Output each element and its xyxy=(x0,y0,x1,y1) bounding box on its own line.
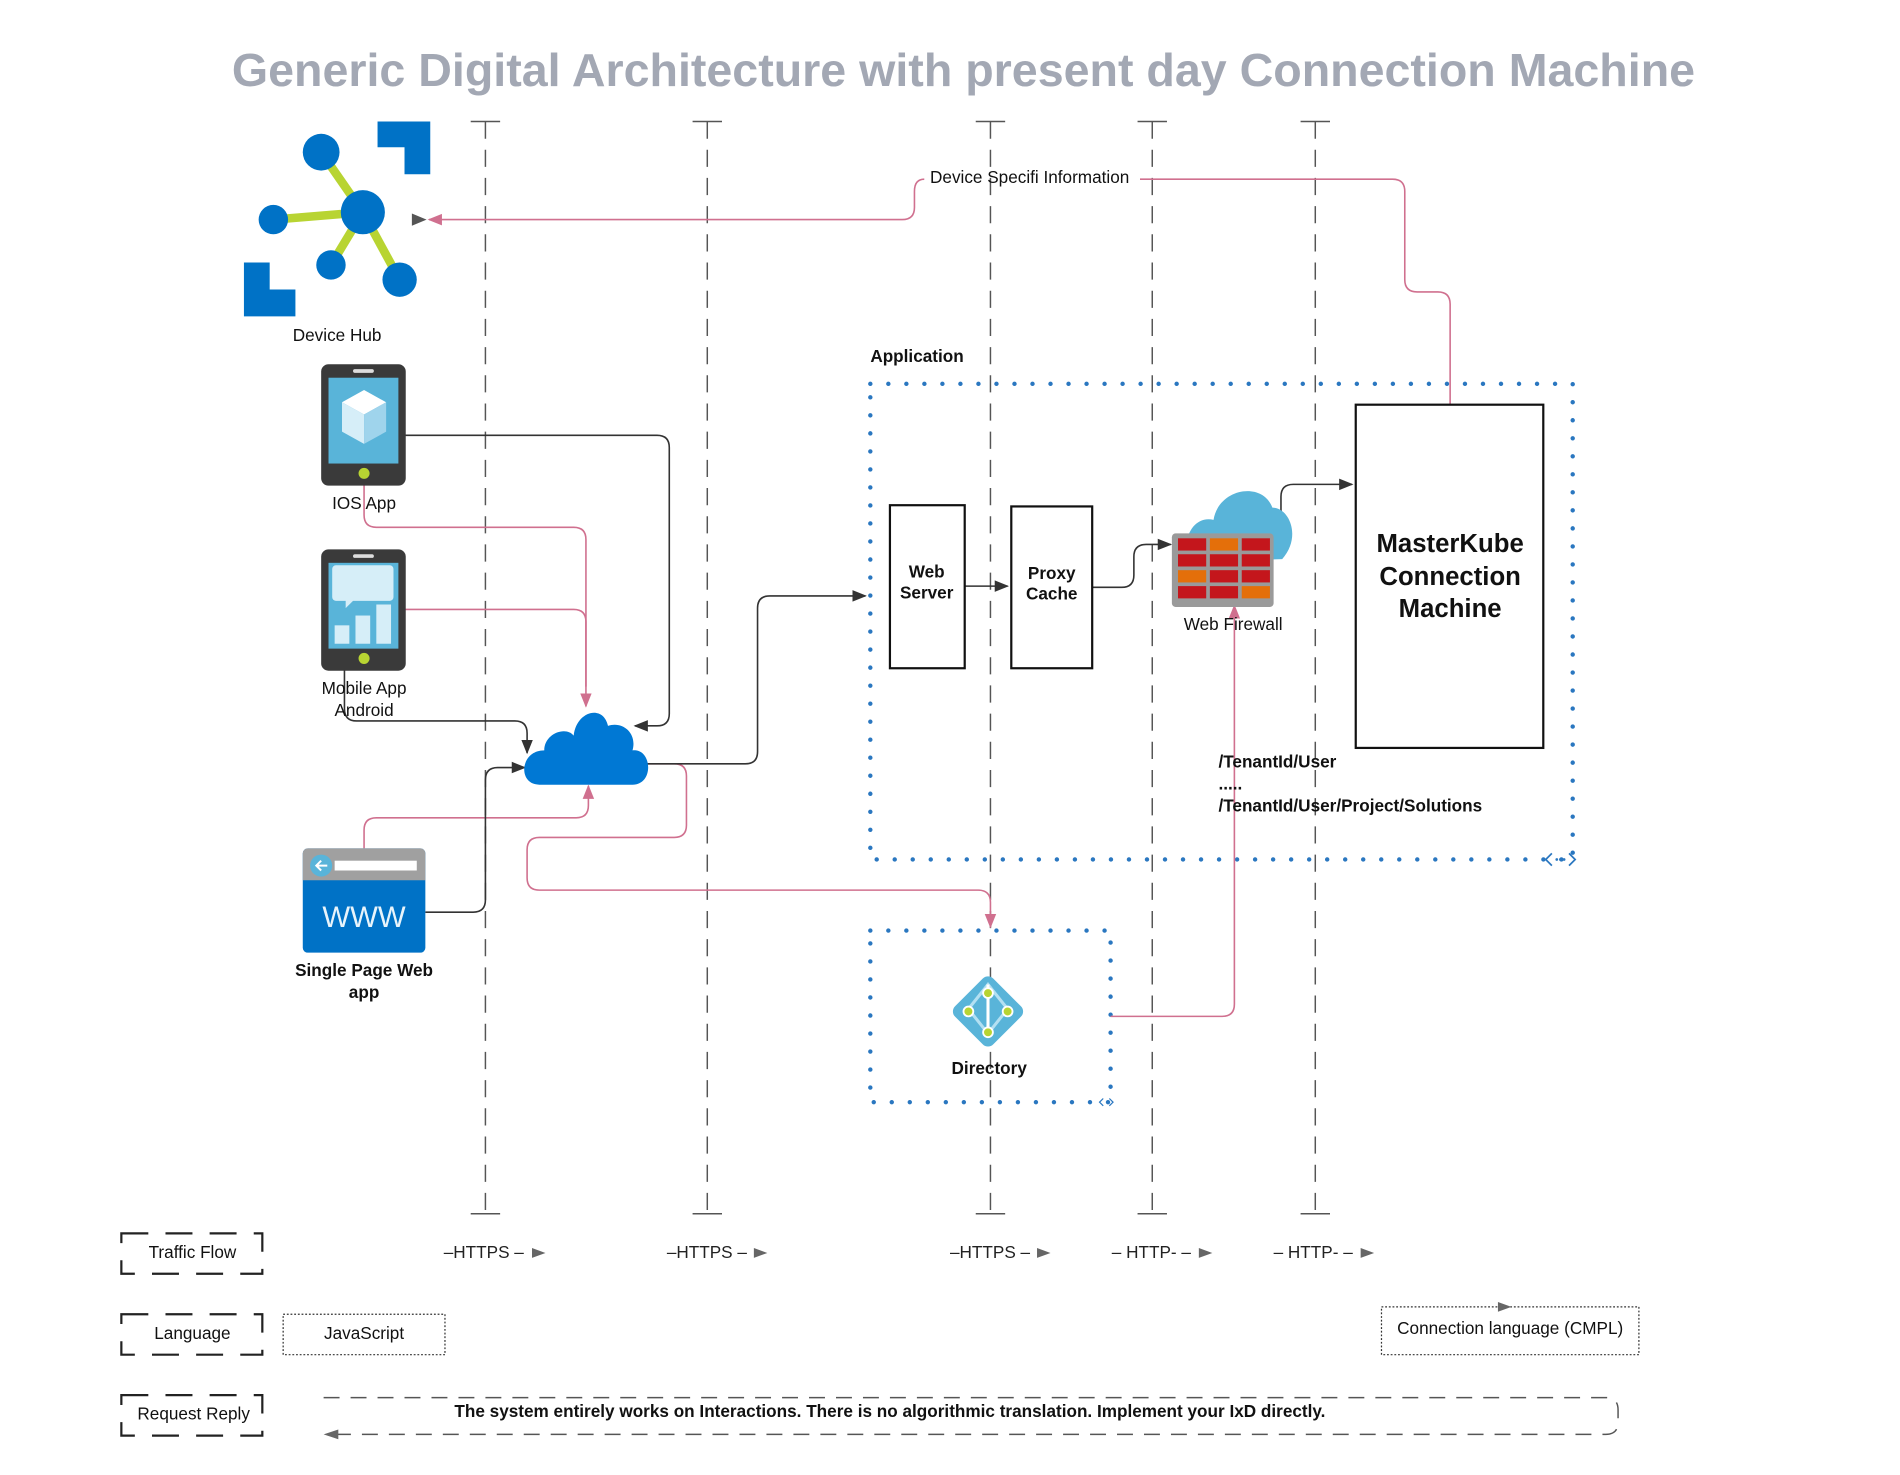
protocol-label-4: – HTTP- – xyxy=(1112,1242,1192,1262)
lane-5 xyxy=(1300,120,1330,1215)
protocol-arrow-icon xyxy=(532,1248,546,1258)
protocol-label-2: –HTTPS – xyxy=(667,1242,748,1262)
masterkube-label-line3: Machine xyxy=(1399,595,1502,623)
lane-3 xyxy=(975,120,1006,1215)
directory-icon xyxy=(952,976,1024,1047)
connector-ios-to-cloud-dark xyxy=(404,434,671,732)
connector-android-to-cloud-dark xyxy=(343,668,533,755)
swim-lanes xyxy=(470,120,1330,1215)
web-firewall-label: Web Firewall xyxy=(1184,614,1283,634)
protocol-arrow-icon xyxy=(753,1248,768,1258)
connector-proxy-to-firewall xyxy=(1092,538,1173,589)
connector-cloud-to-app xyxy=(647,590,867,765)
device-hub-icon xyxy=(243,121,431,317)
pink-connectors xyxy=(363,178,1451,1018)
legend-connection-language: Connection language (CMPL) xyxy=(1380,1301,1640,1356)
legend-language: Language JavaScript xyxy=(120,1313,446,1356)
tenant-paths: /TenantId/User ..... /TenantId/User/Proj… xyxy=(1218,752,1482,816)
protocol-label-1: –HTTPS – xyxy=(444,1242,525,1262)
legend-language-value: JavaScript xyxy=(324,1323,404,1343)
connector-android-to-cloud xyxy=(404,608,587,687)
application-group-label: Application xyxy=(870,346,963,366)
mobile-phone-cube-icon xyxy=(321,364,406,486)
protocol-labels: –HTTPS – –HTTPS – –HTTPS – – HTTP- – – H… xyxy=(444,1242,1375,1262)
legend-request-reply: Request Reply The system entirely works … xyxy=(120,1394,1619,1440)
masterkube-label-line1: MasterKube xyxy=(1376,530,1523,558)
connector-spa-to-cloud-dark xyxy=(425,761,527,913)
directory-group-expand-handle[interactable] xyxy=(1098,1098,1114,1107)
path-line-2: ..... xyxy=(1218,774,1242,794)
cloud-icon xyxy=(524,712,649,785)
android-app[interactable]: Mobile App Android xyxy=(321,549,407,720)
legend-language-label: Language xyxy=(154,1323,230,1343)
directory-label: Directory xyxy=(952,1058,1028,1078)
ios-app[interactable]: IOS App xyxy=(321,364,406,513)
firewall-cloud-icon xyxy=(1171,491,1293,607)
cloud-gateway[interactable] xyxy=(524,712,649,785)
protocol-label-5: – HTTP- – xyxy=(1274,1242,1354,1262)
lane-4 xyxy=(1137,120,1167,1215)
group-expand-handle[interactable] xyxy=(1544,852,1577,867)
protocol-arrow-icon xyxy=(1037,1248,1051,1258)
device-hub[interactable]: Device Hub xyxy=(243,121,431,345)
legend-request-reply-label: Request Reply xyxy=(137,1404,250,1424)
spa-label-line2: app xyxy=(349,982,380,1002)
connector-directory-to-firewall xyxy=(1110,604,1241,1018)
request-reply-text: The system entirely works on Interaction… xyxy=(454,1401,1325,1421)
mobile-phone-chart-icon xyxy=(321,549,406,671)
dark-connectors xyxy=(343,434,1354,913)
protocol-arrow-icon xyxy=(1360,1248,1375,1258)
ios-app-label: IOS App xyxy=(332,493,396,513)
legend-traffic-flow-label: Traffic Flow xyxy=(149,1242,237,1262)
directory[interactable]: Directory xyxy=(950,973,1027,1078)
application-group: Application xyxy=(868,346,1577,867)
lane-1 xyxy=(470,120,501,1215)
proxy-cache-label-line2: Cache xyxy=(1026,584,1078,604)
path-line-1: /TenantId/User xyxy=(1218,752,1336,772)
connection-language-arrow-icon xyxy=(1497,1301,1512,1312)
connector-ios-to-cloud xyxy=(363,484,592,708)
android-app-label-line2: Android xyxy=(334,700,393,720)
path-line-3: /TenantId/User/Project/Solutions xyxy=(1218,796,1482,816)
web-server-label-line1: Web xyxy=(909,562,945,582)
device-info-label: Device Specifi Information xyxy=(930,167,1129,187)
web-browser-www-icon: WWW xyxy=(302,848,426,953)
web-firewall[interactable]: Web Firewall xyxy=(1171,491,1293,634)
connector-spa-to-cloud xyxy=(363,784,595,849)
web-server-label-line2: Server xyxy=(900,582,954,602)
masterkube-label-line2: Connection xyxy=(1379,563,1521,591)
connector-firewall-to-masterkube xyxy=(1280,478,1354,540)
web-server[interactable]: Web Server xyxy=(888,504,966,670)
protocol-arrow-icon xyxy=(1198,1248,1213,1258)
device-hub-label: Device Hub xyxy=(293,325,382,345)
request-reply-arrow-icon xyxy=(323,1429,339,1440)
protocol-label-3: –HTTPS – xyxy=(950,1242,1031,1262)
connector-masterkube-to-device-hub xyxy=(429,178,1451,405)
lane-2 xyxy=(692,120,722,1215)
legend: Traffic Flow Language JavaScript Request… xyxy=(120,1232,1640,1440)
connection-language-label: Connection language (CMPL) xyxy=(1397,1318,1623,1338)
legend-traffic-flow: Traffic Flow xyxy=(120,1232,264,1275)
diagram-title: Generic Digital Architecture with presen… xyxy=(232,44,1695,96)
proxy-cache[interactable]: Proxy Cache xyxy=(1010,505,1094,670)
android-app-label-line1: Mobile App xyxy=(322,678,407,698)
spa-label-line1: Single Page Web xyxy=(295,960,433,980)
single-page-web-app[interactable]: WWW Single Page Web app xyxy=(295,848,433,1002)
www-icon-text: WWW xyxy=(322,901,406,934)
connector-cloud-to-directory xyxy=(526,763,997,929)
masterkube-connection-machine[interactable]: MasterKube Connection Machine xyxy=(1354,403,1545,750)
proxy-cache-label-line1: Proxy xyxy=(1028,563,1076,583)
